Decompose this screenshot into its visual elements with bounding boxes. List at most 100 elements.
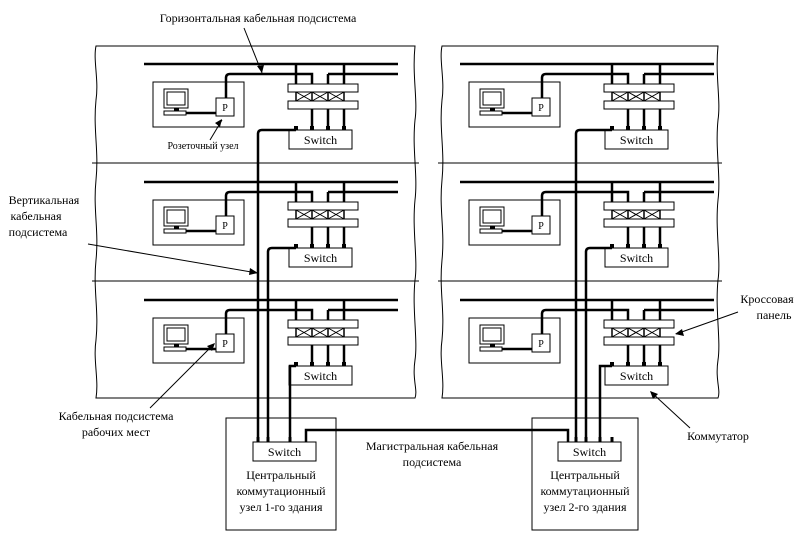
switch-port — [310, 362, 314, 366]
switch-port — [294, 362, 298, 366]
patch-panel-bottom — [287, 100, 359, 110]
switch-port — [658, 126, 662, 130]
computer-screen-icon — [482, 327, 502, 342]
outlet-box — [215, 333, 235, 353]
central-switch-2 — [557, 441, 622, 462]
vertical-cable — [288, 364, 296, 438]
building-1-outline — [94, 45, 417, 399]
backbone-cable — [304, 428, 570, 442]
computer-screen-icon — [482, 209, 502, 224]
cross-connect — [327, 327, 345, 338]
floor-switch-label: Switch — [620, 251, 653, 265]
switch-port — [610, 126, 614, 130]
workplace-box — [152, 199, 245, 246]
cross-connect — [643, 327, 661, 338]
vertical-subsystem-line-2: кабельная — [11, 209, 62, 223]
central-switch-1-label: Switch — [268, 445, 301, 459]
arrowhead — [257, 65, 264, 73]
floor-switch — [604, 129, 669, 150]
central-node-2-box — [531, 417, 639, 531]
cross-connect — [611, 91, 629, 102]
building-2-outline — [440, 45, 720, 399]
patch-panel-top — [603, 201, 675, 211]
horizontal-cable — [540, 190, 630, 219]
horizontal-cable — [540, 308, 630, 337]
computer-screen-icon — [166, 209, 186, 224]
floor-switch-label: Switch — [304, 251, 337, 265]
arrowhead — [650, 391, 658, 399]
cross-connect — [311, 327, 329, 338]
cross-connect — [611, 327, 629, 338]
outlet-label: P — [538, 221, 544, 232]
central-node-2-line-1: Центральный — [550, 468, 620, 482]
cross-connect — [627, 327, 645, 338]
vertical-cable — [256, 128, 296, 438]
keyboard-icon — [479, 228, 503, 234]
arrowhead — [207, 343, 215, 351]
switch-port — [626, 126, 630, 130]
switch-port — [626, 362, 630, 366]
computer-stand-icon — [490, 108, 495, 111]
patch-panel-bottom — [603, 218, 675, 228]
vertical-cable — [266, 246, 296, 438]
backbone-subsystem-line-1: Магистральная кабельная — [366, 439, 499, 453]
central-node-1-box — [225, 417, 337, 531]
outlet-box — [531, 97, 551, 117]
floor-switch-label: Switch — [304, 369, 337, 383]
computer-screen-icon — [166, 91, 186, 106]
vertical-subsystem-line-1: Вертикальная — [9, 193, 80, 207]
switch-port — [642, 244, 646, 248]
central-node-1-line-3: узел 1-го здания — [240, 500, 323, 514]
floor-switch — [288, 129, 353, 150]
cross-connect — [295, 327, 313, 338]
vertical-cable — [584, 246, 612, 438]
workplace-subsystem-line-1: Кабельная подсистема — [59, 409, 175, 423]
switch-port — [326, 362, 330, 366]
patch-panel-top — [287, 201, 359, 211]
switch-port — [626, 244, 630, 248]
vertical-cable — [598, 364, 612, 438]
outlet-box — [215, 215, 235, 235]
switch-port — [294, 244, 298, 248]
switch-port — [342, 244, 346, 248]
horizontal-cable — [540, 72, 630, 101]
floor-switch-label: Switch — [620, 133, 653, 147]
cross-connect — [643, 91, 661, 102]
switch-port — [342, 362, 346, 366]
switch-port — [294, 126, 298, 130]
outlet-box — [215, 97, 235, 117]
workplace-subsystem-line-2: рабочих мест — [82, 425, 151, 439]
computer-stand-icon — [174, 226, 179, 229]
cross-connect — [627, 91, 645, 102]
workplace-box — [468, 317, 561, 364]
outlet-box — [531, 333, 551, 353]
patch-panel-top — [603, 83, 675, 93]
patch-panel-bottom — [603, 336, 675, 346]
horizontal-subsystem-label: Горизонтальная кабельная подсистема — [160, 11, 357, 25]
arrowhead — [675, 329, 684, 336]
arrowhead — [215, 119, 222, 127]
horizontal-subsystem-pointer — [243, 27, 263, 74]
cross-panel-line-2: панель — [757, 308, 792, 322]
patch-panel-bottom — [603, 100, 675, 110]
floor-switch — [288, 247, 353, 268]
workplace-box — [468, 199, 561, 246]
cross-connect — [311, 91, 329, 102]
outlet-label: P — [222, 221, 228, 232]
outlet-label: P — [222, 339, 228, 350]
central-node-1-line-2: коммутационный — [236, 484, 326, 498]
outlet-label: P — [538, 103, 544, 114]
switch-port — [610, 362, 614, 366]
cross-connect — [295, 91, 313, 102]
computer-stand-icon — [174, 344, 179, 347]
backbone-subsystem-line-2: подсистема — [403, 455, 462, 469]
switch-port — [642, 362, 646, 366]
switch-port — [310, 244, 314, 248]
workplace-subsystem-pointer — [149, 343, 215, 409]
commutator-pointer — [650, 391, 691, 429]
computer-stand-icon — [490, 226, 495, 229]
commutator-label: Коммутатор — [687, 429, 749, 443]
keyboard-icon — [479, 346, 503, 352]
central-node-2-line-2: коммутационный — [540, 484, 630, 498]
